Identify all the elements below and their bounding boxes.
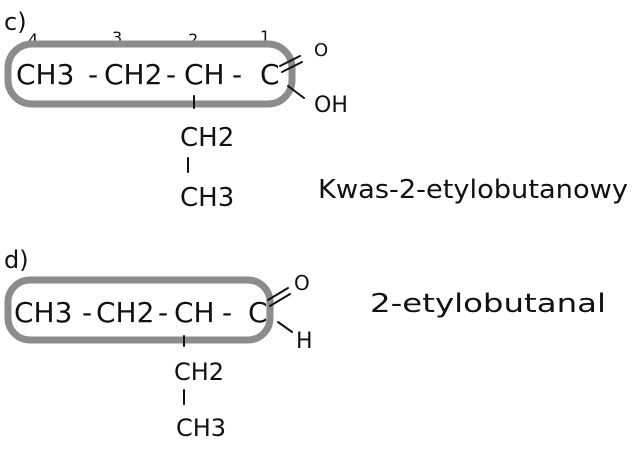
double-bond-c-2 [281, 61, 303, 73]
carbonyl-o-d: O [294, 271, 310, 295]
compound-name-d: 2-etylobutanal [370, 289, 606, 319]
locant-3: 3 [112, 28, 122, 47]
chain-c-ch3: CH3 [16, 58, 74, 91]
hydrogen-bond-d [277, 321, 293, 333]
locant-2: 2 [188, 30, 198, 49]
main-chain-highlight-d [4, 276, 274, 344]
part-c-label: c) [4, 8, 27, 36]
chain-d-ch2: CH2 [96, 296, 154, 329]
locant-1: 1 [260, 27, 270, 46]
double-bond-c-1 [279, 55, 301, 67]
part-d: d) CH3 - CH2 - CH - C O H CH2 CH3 2-etyl… [4, 246, 606, 442]
branch-d-ch2: CH2 [174, 358, 224, 386]
branch-c-ch2: CH2 [180, 123, 234, 153]
double-bond-d-1 [267, 287, 289, 301]
hydrogen-d: H [296, 329, 313, 354]
part-c: c) 4 3 2 1 CH3 - CH2 - CH - C O OH CH2 C… [4, 8, 628, 213]
chain-c-dash-3: - [232, 58, 242, 91]
main-chain-highlight-c [4, 40, 296, 108]
hydroxyl-c: OH [314, 93, 348, 118]
compound-name-c: Kwas-2-etylobutanowy [318, 175, 628, 205]
chain-c-c: C [260, 58, 280, 91]
part-d-label: d) [4, 246, 29, 274]
double-bond-d-2 [269, 293, 291, 307]
chain-d-dash-3: - [222, 296, 232, 329]
chain-d-ch: CH [174, 296, 215, 329]
chain-d-ch3: CH3 [14, 296, 72, 329]
chain-c-ch: CH [184, 58, 225, 91]
chain-c-dash-2: - [166, 58, 176, 91]
locant-4: 4 [28, 30, 38, 49]
branch-d-ch3: CH3 [176, 414, 226, 442]
hydroxyl-bond-c [287, 85, 305, 99]
chain-d-dash-2: - [158, 296, 168, 329]
chain-c-dash-1: - [88, 58, 98, 91]
chain-c-ch2: CH2 [104, 58, 162, 91]
chain-d-c: C [248, 296, 268, 329]
chain-d-dash-1: - [82, 296, 92, 329]
branch-c-ch3: CH3 [180, 183, 234, 213]
carbonyl-o-c: O [314, 40, 328, 61]
